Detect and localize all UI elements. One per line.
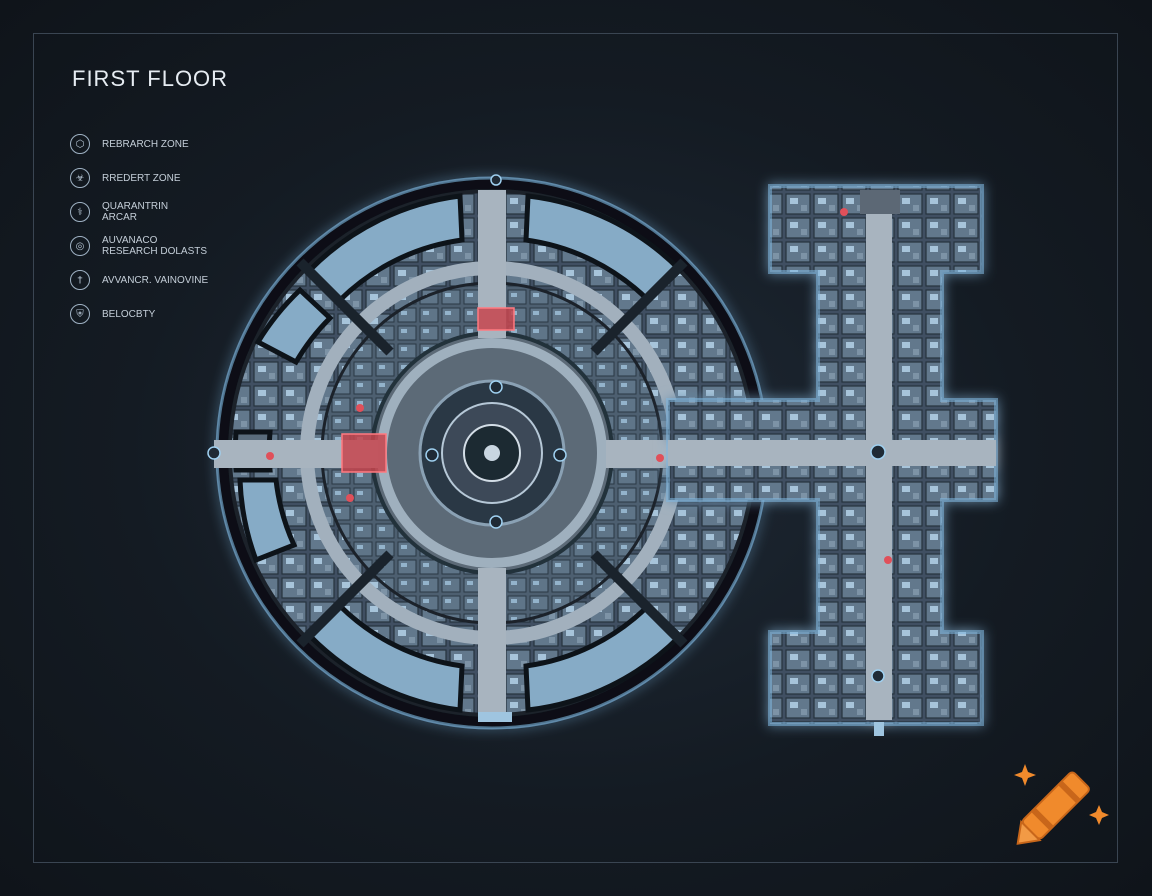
quarantine-icon: ⚕ xyxy=(70,202,90,222)
hex-research-icon: ⬡ xyxy=(70,134,90,154)
legend-label: AUVANACO RESEARCH DOLASTS xyxy=(102,235,208,257)
alert-dots xyxy=(266,208,892,564)
diagonal-corridors xyxy=(296,258,688,648)
sparkle-icon xyxy=(1014,764,1036,786)
biohazard-icon: ☣ xyxy=(70,168,90,188)
crayon-logo xyxy=(1014,764,1109,845)
legend-label: BELOCBTY xyxy=(102,308,156,320)
legend-label: REBRARCH ZONE xyxy=(102,138,189,150)
legend-item-quarantine: ⚕ QUARANTRIN ARCAR xyxy=(70,200,208,224)
h-wing xyxy=(666,184,998,726)
security-shield-icon: ⛨ xyxy=(70,304,90,324)
page-title: FIRST FLOOR xyxy=(72,66,229,91)
access-markers xyxy=(207,174,886,683)
legend-item-advanced-vaivovine: † AVVANCR. VAINOVINE xyxy=(70,268,208,292)
legend-item-restricted: ☣ RREDERT ZONE xyxy=(70,166,208,190)
entry-docks xyxy=(478,712,884,736)
legend-label: RREDERT ZONE xyxy=(102,172,181,184)
legend-label: QUARANTRIN ARCAR xyxy=(102,201,169,223)
sparkle-icon xyxy=(1089,805,1109,825)
advanced-research-icon: ◎ xyxy=(70,236,90,256)
map-frame xyxy=(33,33,1118,863)
legend-label: AVVANCR. VAINOVINE xyxy=(102,274,209,286)
legend-item-research: ⬡ REBRARCH ZONE xyxy=(70,132,208,156)
legend-item-security: ⛨ BELOCBTY xyxy=(70,302,208,326)
legend: ⬡ REBRARCH ZONE ☣ RREDERT ZONE ⚕ QUARANT… xyxy=(70,132,208,336)
legend-item-advanced-research: ◎ AUVANACO RESEARCH DOLASTS xyxy=(70,234,208,258)
advanced-vaivovine-icon: † xyxy=(70,270,90,290)
